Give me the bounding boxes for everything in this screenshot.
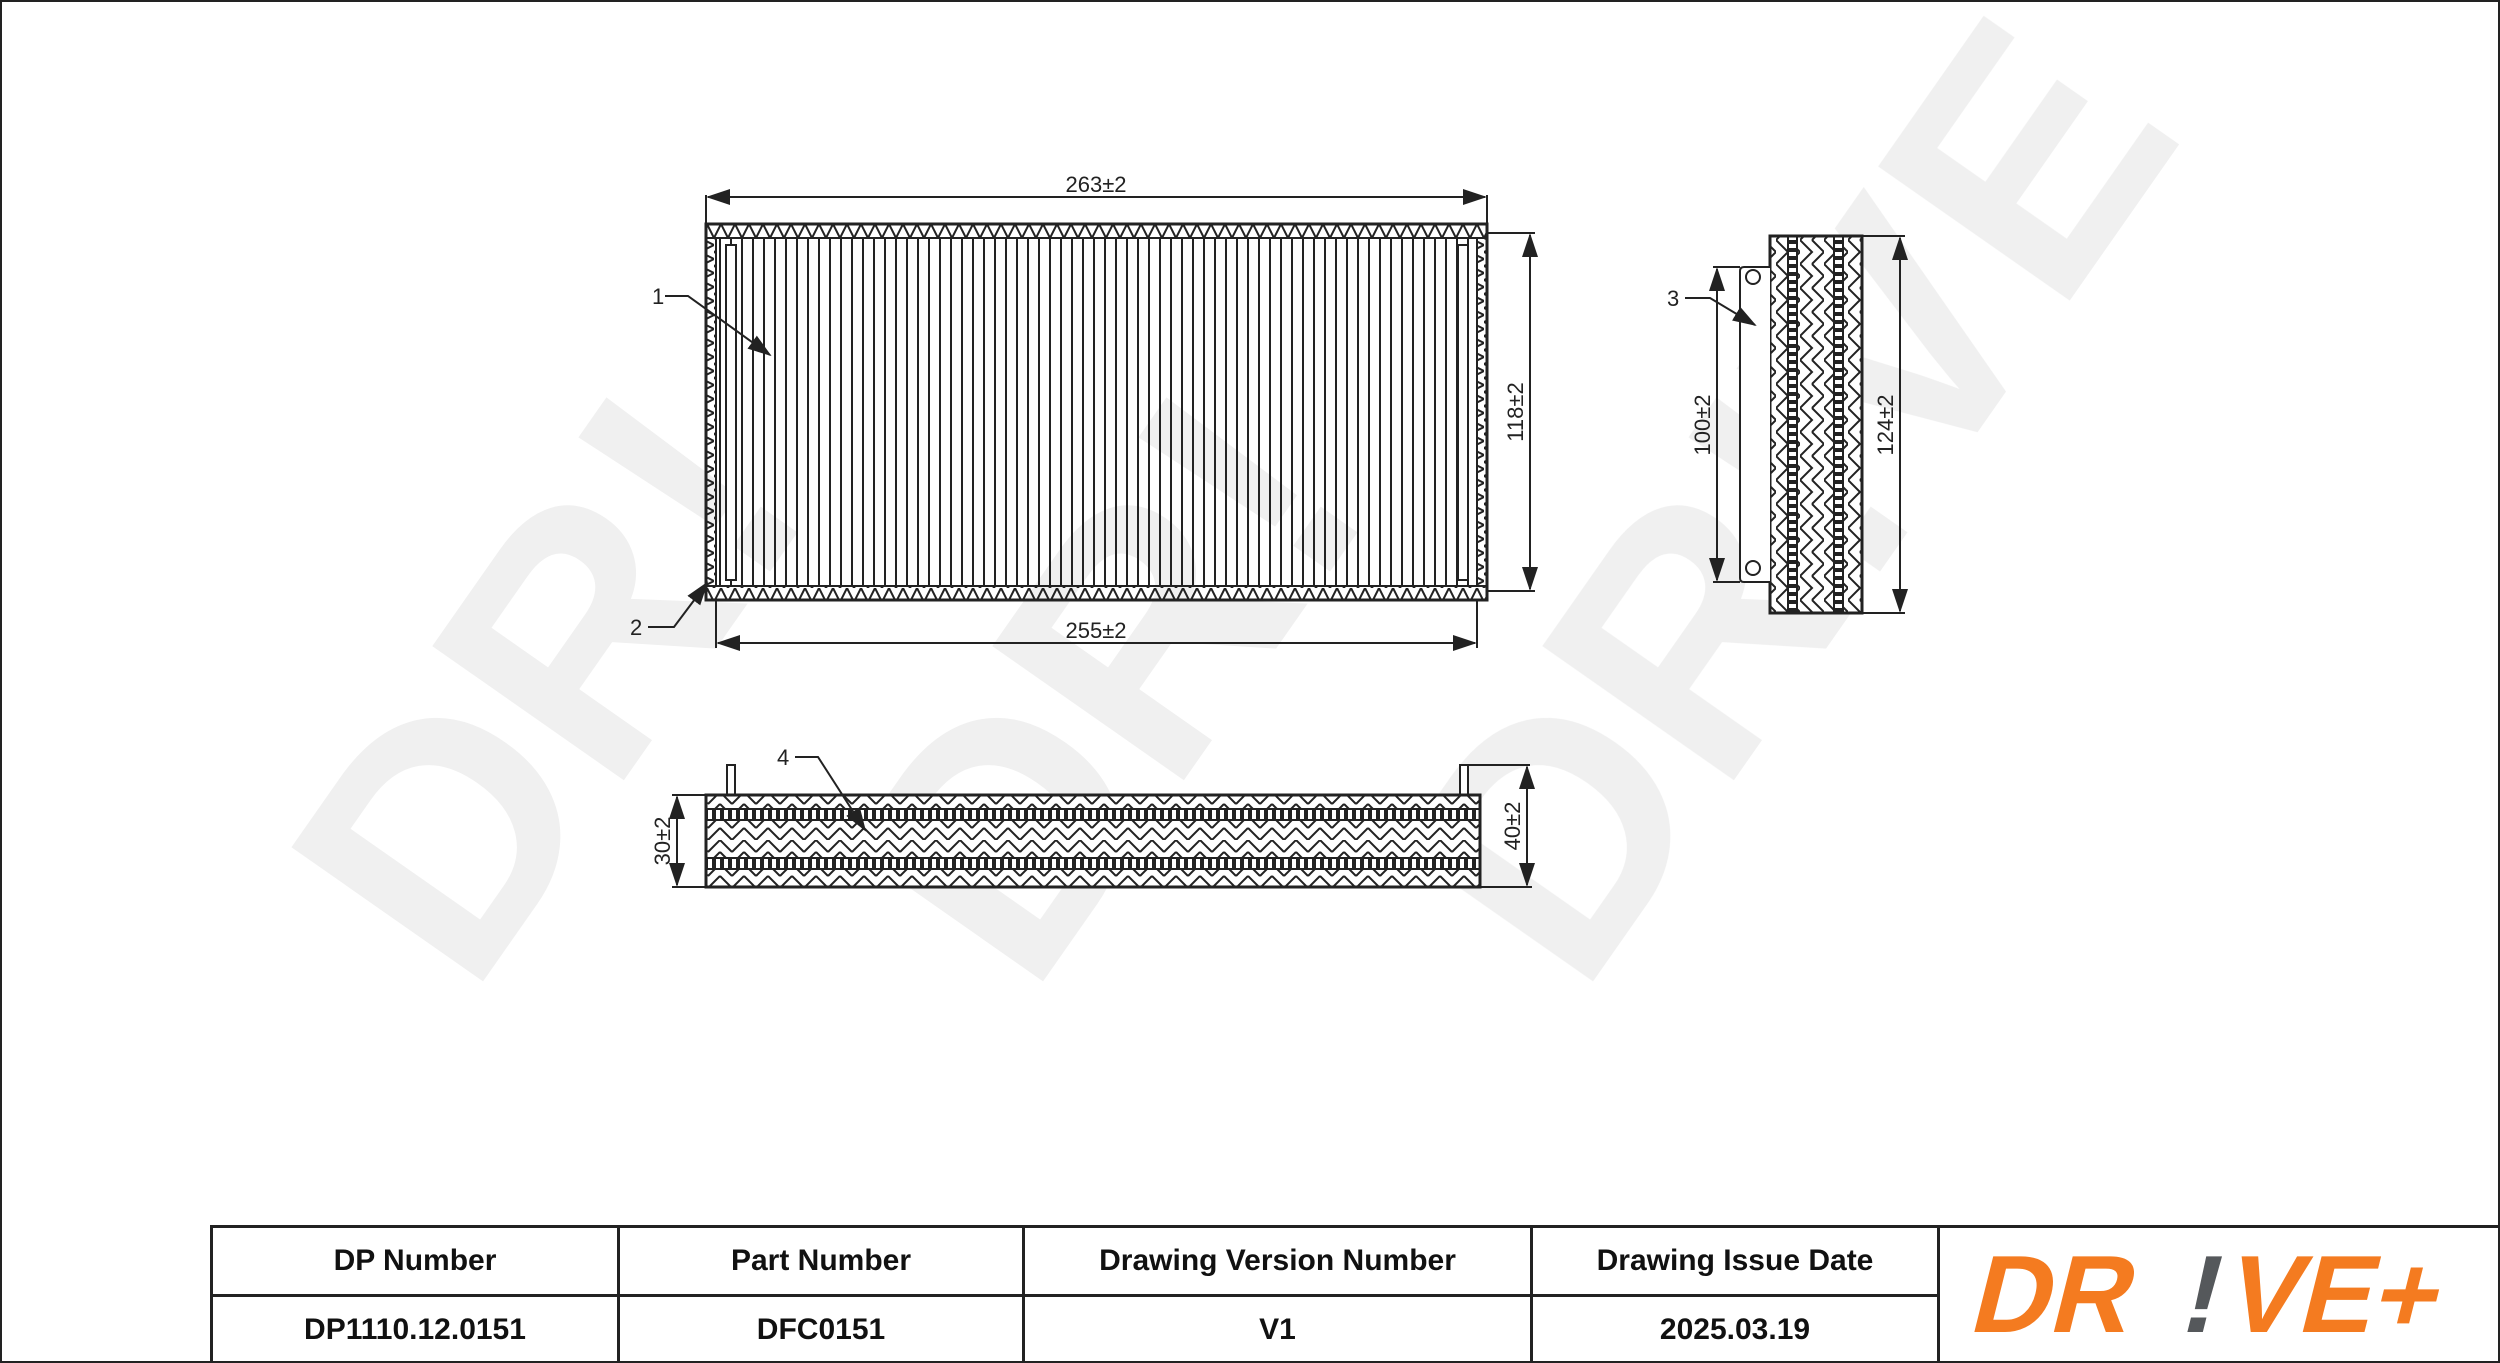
drive-plus-logo: DR ! VE+ xyxy=(1937,1225,2500,1363)
svg-text:124±2: 124±2 xyxy=(1873,394,1898,455)
svg-text:100±2: 100±2 xyxy=(1690,394,1715,455)
svg-text:VE+: VE+ xyxy=(2216,1244,2458,1344)
svg-text:30±2: 30±2 xyxy=(650,817,675,866)
logo-mark: DR ! VE+ xyxy=(1961,1244,2458,1344)
header-issue-date: Drawing Issue Date xyxy=(1533,1228,1940,1294)
title-block: DP Number Part Number Drawing Version Nu… xyxy=(210,1225,2500,1363)
value-dp-number: DP1110.12.0151 xyxy=(213,1297,620,1363)
value-drawing-version: V1 xyxy=(1025,1297,1533,1363)
svg-text:263±2: 263±2 xyxy=(1065,172,1126,197)
svg-text:40±2: 40±2 xyxy=(1500,802,1525,851)
svg-text:1: 1 xyxy=(652,284,664,309)
title-block-divider xyxy=(213,1294,1940,1297)
svg-text:255±2: 255±2 xyxy=(1065,618,1126,643)
value-issue-date: 2025.03.19 xyxy=(1533,1297,1940,1363)
svg-text:2: 2 xyxy=(630,615,642,640)
side-view: 100±2 124±2 3 xyxy=(1667,234,1908,615)
svg-text:DR: DR xyxy=(1961,1244,2151,1344)
front-view: 263±2 255±2 118±2 1 2 xyxy=(630,172,1538,651)
bottom-view: 30±2 40±2 4 xyxy=(650,745,1535,889)
value-part-number: DFC0151 xyxy=(620,1297,1025,1363)
header-part-number: Part Number xyxy=(620,1228,1025,1294)
svg-text:4: 4 xyxy=(777,745,789,770)
svg-text:118±2: 118±2 xyxy=(1503,382,1528,441)
header-drawing-version: Drawing Version Number xyxy=(1025,1228,1533,1294)
svg-text:3: 3 xyxy=(1667,286,1679,311)
header-dp-number: DP Number xyxy=(213,1228,620,1294)
